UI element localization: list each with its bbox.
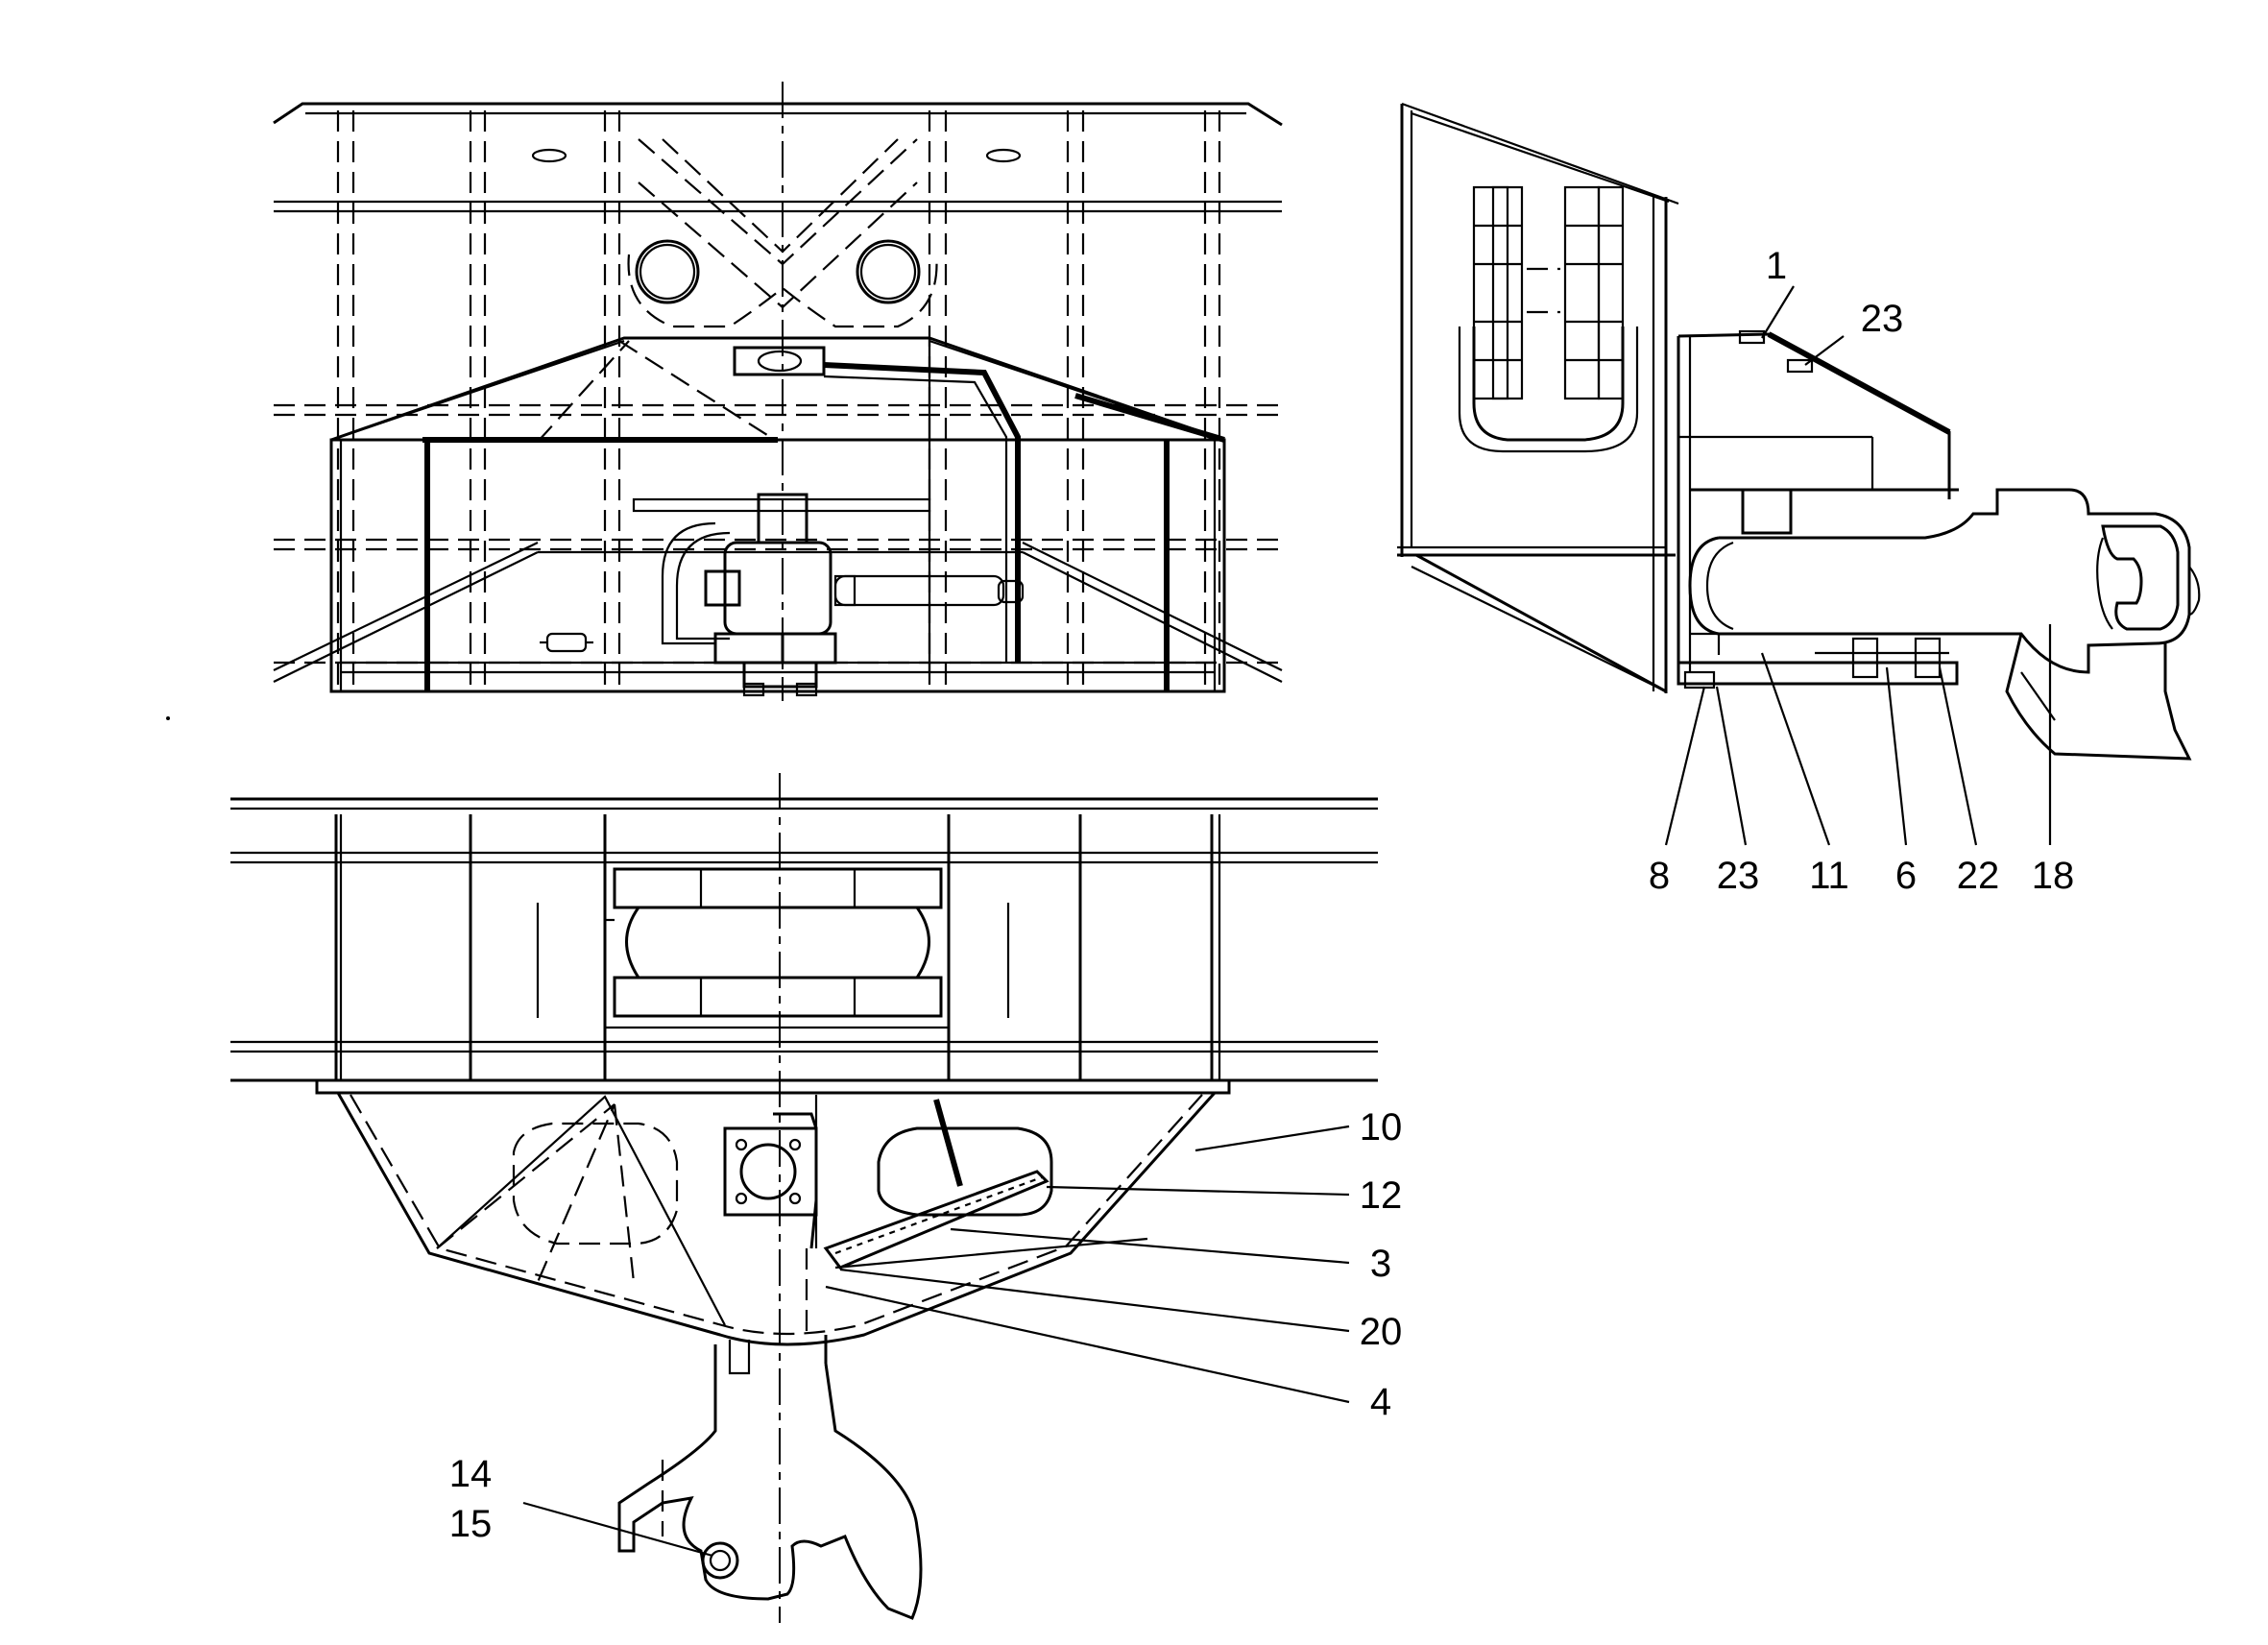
stray-dot [166, 716, 170, 720]
callout-14: 14 [449, 1453, 493, 1495]
side-view [1397, 102, 2201, 761]
top-view [273, 82, 1283, 701]
callout-11: 11 [1809, 855, 1849, 897]
callout-18: 18 [2032, 855, 2075, 897]
callout-8: 8 [1649, 855, 1670, 897]
callout-23-upper: 23 [1861, 298, 1904, 340]
callout-1: 1 [1766, 245, 1787, 287]
callout-22: 22 [1957, 855, 2000, 897]
callout-6: 6 [1895, 855, 1917, 897]
callout-12: 12 [1360, 1174, 1403, 1217]
callout-3: 3 [1370, 1243, 1391, 1285]
front-view [230, 773, 1378, 1623]
callout-10: 10 [1360, 1106, 1403, 1149]
callout-15: 15 [449, 1503, 493, 1545]
callout-20: 20 [1360, 1311, 1403, 1353]
callout-23-lower: 23 [1717, 855, 1760, 897]
callout-4: 4 [1370, 1381, 1391, 1423]
leader-lines [522, 285, 2052, 1558]
callout-labels: 1 23 8 23 11 6 22 18 10 12 3 20 4 14 15 [449, 245, 2075, 1545]
